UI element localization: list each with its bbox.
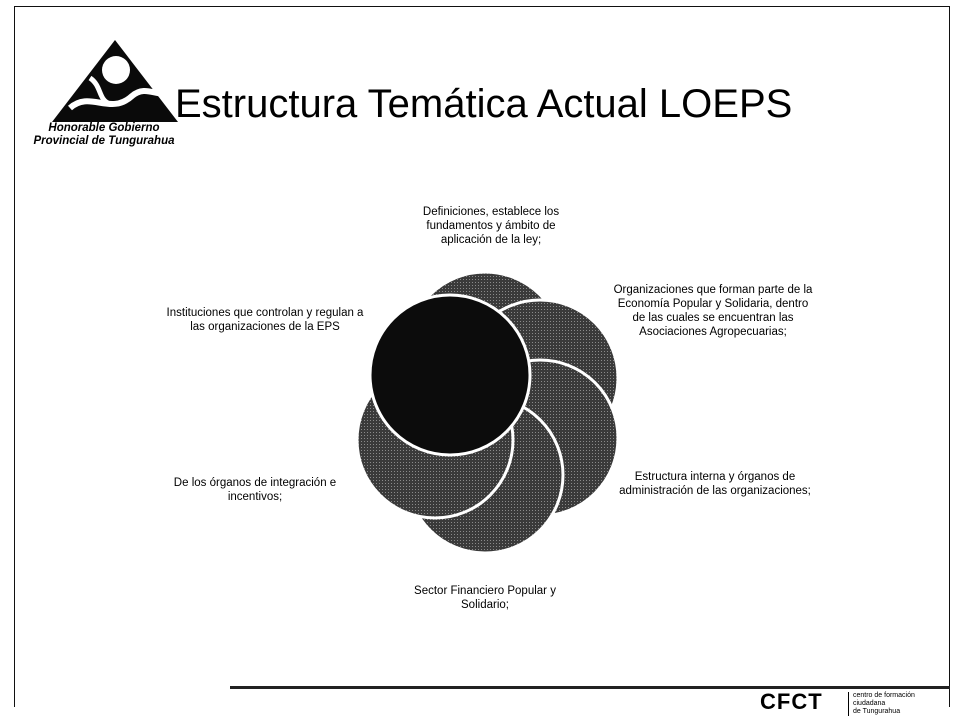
diagram-circle-top-left (368, 293, 532, 457)
label-instituciones: Instituciones que controlan y regulan a … (166, 307, 364, 333)
slide-frame (14, 6, 950, 707)
government-logo (52, 40, 178, 122)
cycle-diagram (355, 270, 620, 555)
footer-sub-line2: ciudadana (853, 700, 886, 707)
label-organos-integracion: De los órganos de integración e incentiv… (173, 477, 337, 503)
logo-caption-line2: Provincial de Tungurahua (33, 135, 175, 147)
slide-title: Estructura Temática Actual LOEPS (175, 82, 793, 126)
footer-brand: CFCT (760, 689, 823, 714)
label-estructura-interna: Estructura interna y órganos de administ… (619, 471, 811, 497)
label-organizaciones: Organizaciones que forman parte de la Ec… (613, 284, 813, 338)
footer-subtitle: centro de formación ciudadana de Tungura… (848, 692, 915, 716)
label-definiciones: Definiciones, establece los fundamentos … (422, 206, 560, 246)
footer-sub-line3: de Tungurahua (853, 708, 901, 715)
label-sector-financiero: Sector Financiero Popular y Solidario; (414, 585, 556, 611)
footer-logo: CFCT centro de formación ciudadana de Tu… (760, 690, 930, 716)
footer-sub-line1: centro de formación (853, 692, 915, 699)
logo-caption-line1: Honorable Gobierno (48, 122, 160, 134)
bottom-divider (230, 686, 950, 689)
logo-caption: Honorable Gobierno Provincial de Tungura… (4, 122, 204, 148)
